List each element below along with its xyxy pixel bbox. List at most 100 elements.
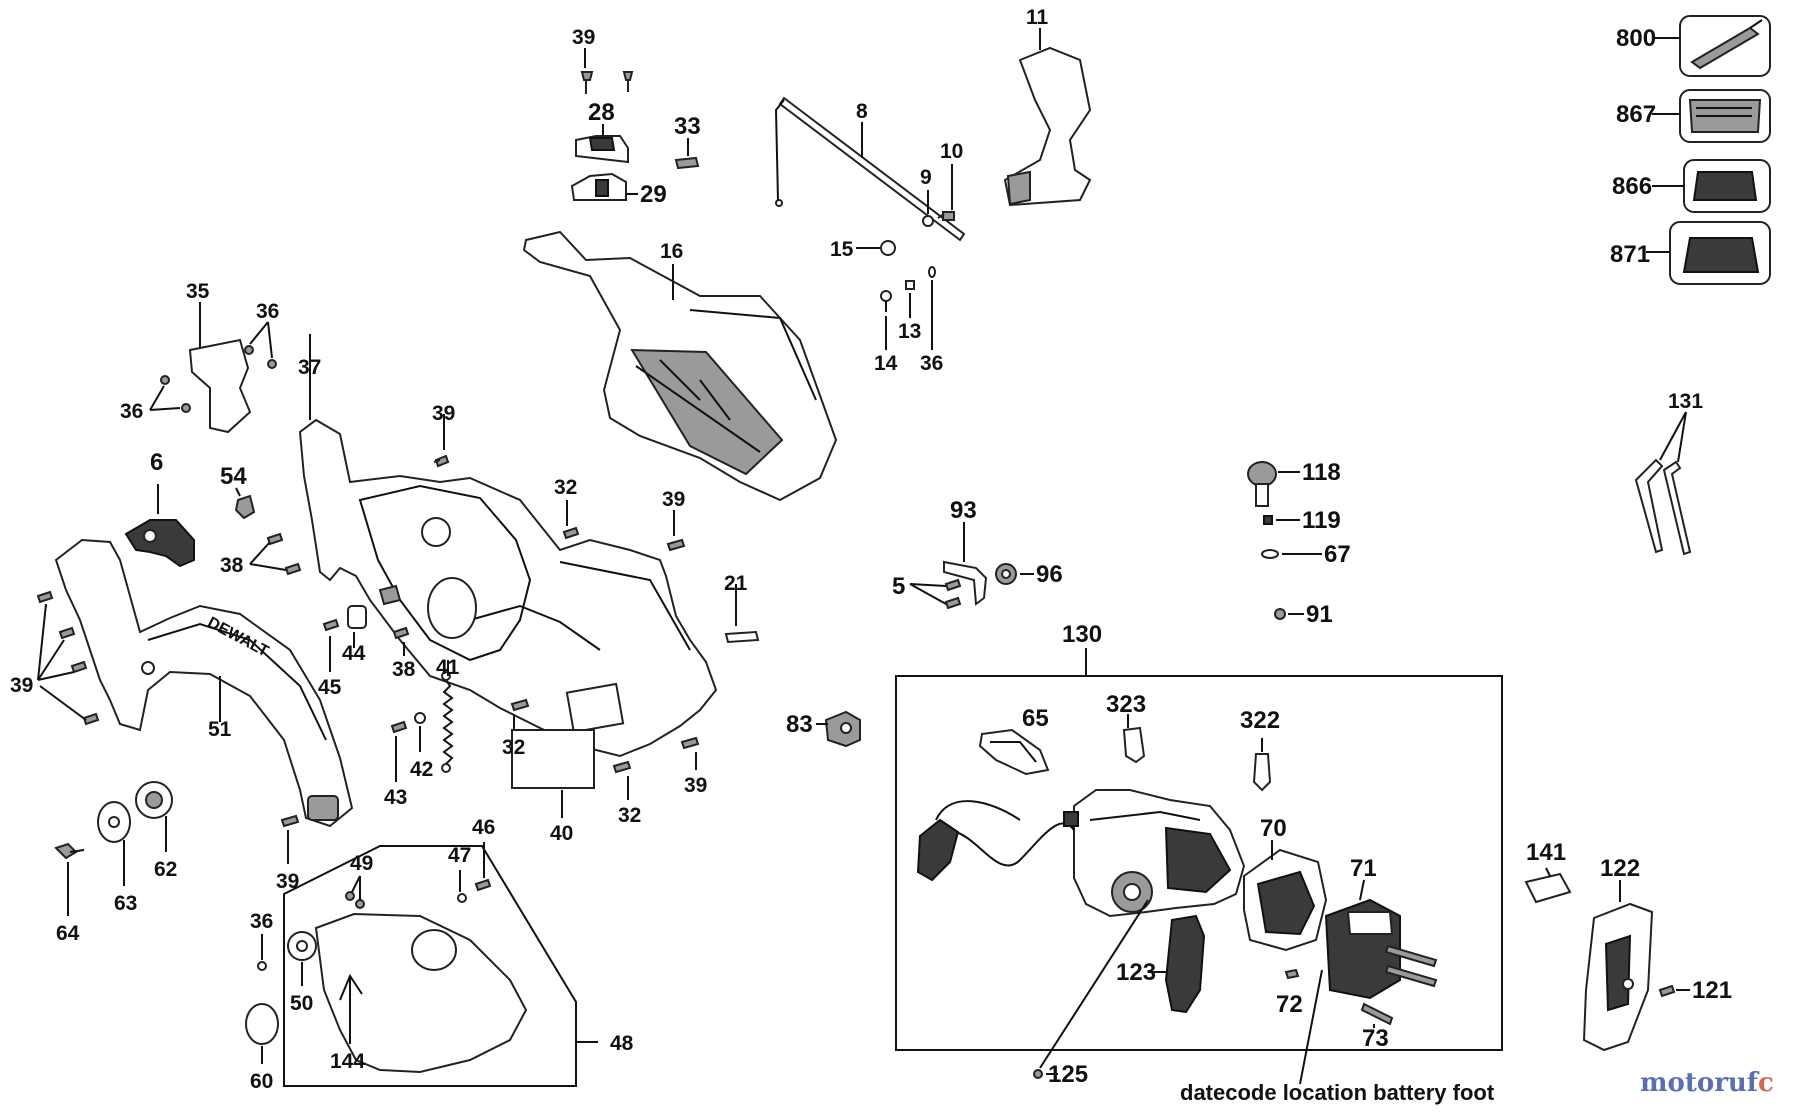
label-130: 130: [1062, 621, 1102, 648]
accessory-866: [1683, 159, 1771, 213]
label-32-middle: 32: [502, 736, 525, 759]
label-62: 62: [154, 858, 177, 881]
oring-60: [245, 1003, 279, 1045]
label-14: 14: [874, 352, 898, 375]
screw-39-bottom: [280, 814, 300, 828]
washer-9: [922, 215, 934, 227]
label-123: 123: [1116, 959, 1156, 986]
motor-box-130: [895, 675, 1503, 1051]
label-36-rod: 36: [920, 352, 943, 375]
label-96: 96: [1036, 561, 1063, 588]
label-6: 6: [150, 449, 163, 476]
nuts-36-right: [244, 345, 277, 369]
label-63: 63: [114, 892, 137, 915]
linkage-rod-8: [774, 96, 966, 242]
label-144: 144: [330, 1050, 365, 1073]
spring-119: [1263, 515, 1273, 525]
watermark-sub: c: [1758, 1068, 1774, 1098]
bolt-64: [54, 842, 85, 860]
bracket-29: [570, 172, 627, 201]
label-13: 13: [898, 320, 921, 343]
watermark-main: motoruf: [1640, 1068, 1758, 1098]
screw-39-lower: [680, 736, 700, 750]
screws-5: [944, 578, 962, 610]
label-16: 16: [660, 240, 683, 263]
washer-15: [880, 240, 896, 256]
washer-63: [97, 801, 131, 843]
label-51: 51: [208, 718, 232, 741]
screw-39-housing: [433, 454, 450, 468]
label-38-lower: 38: [392, 658, 416, 681]
screw-43: [390, 720, 408, 734]
label-64: 64: [56, 922, 80, 945]
label-50: 50: [290, 992, 313, 1015]
brush-323: [1122, 726, 1146, 764]
label-40: [511, 729, 595, 789]
label-73: 73: [1362, 1025, 1389, 1052]
label-41: 41: [436, 656, 460, 679]
clamp-6: [124, 519, 195, 568]
label-70: 70: [1260, 815, 1287, 842]
label-39-bottom: 39: [276, 870, 299, 893]
screw-72: [1284, 968, 1300, 980]
cover-144: [314, 912, 528, 1074]
clip-33: [674, 156, 700, 170]
motor-assembly: [916, 789, 1246, 918]
belt-65: [978, 728, 1050, 776]
knob-118: [1247, 461, 1277, 507]
label-9: 9: [920, 166, 932, 189]
label-49: 49: [350, 852, 373, 875]
bracket-93: [943, 560, 988, 606]
label-39-right: 39: [662, 488, 685, 511]
label-72: 72: [1276, 991, 1303, 1018]
label-28: 28: [588, 99, 615, 126]
bumper-83: [824, 710, 861, 748]
label-40: 40: [550, 822, 573, 845]
label-32-upper: 32: [554, 476, 577, 499]
clip-54: [234, 494, 256, 520]
washer-42: [414, 712, 426, 724]
label-71: 71: [1350, 855, 1377, 882]
label-67: 67: [1324, 541, 1351, 568]
lower-guard-51: [54, 538, 354, 828]
clips-49: [345, 891, 365, 909]
label-93: 93: [950, 497, 977, 524]
ring-36-lower: [257, 961, 267, 971]
label-10: 10: [940, 140, 963, 163]
nut-96: [995, 563, 1017, 585]
flange-62: [135, 781, 173, 819]
label-60: 60: [250, 1070, 273, 1093]
label-47: 47: [448, 844, 471, 867]
label-43: 43: [384, 786, 407, 809]
washer-125: [1033, 1069, 1043, 1079]
watermark: motorufc: [1640, 1068, 1790, 1108]
screw-32-middle: [510, 698, 530, 712]
label-44: 44: [342, 642, 366, 665]
label-91: 91: [1306, 601, 1333, 628]
label-8: 8: [856, 100, 868, 123]
label-37: 37: [298, 356, 321, 379]
screws-39-top: [580, 71, 634, 94]
battery-foot-122: [1582, 902, 1654, 1052]
label-122: 122: [1600, 855, 1640, 882]
label-322: 322: [1240, 707, 1280, 734]
upper-guard-16: [522, 230, 838, 502]
label-141: 141: [1526, 839, 1566, 866]
label-36-left: 36: [120, 400, 143, 423]
label-118: 118: [1302, 459, 1341, 486]
label-36-bracket: 36: [256, 300, 279, 323]
label-42: 42: [410, 758, 433, 781]
box-48: [283, 845, 577, 1087]
label-39-housing: 39: [432, 402, 455, 425]
label-800: 800: [1616, 25, 1656, 52]
screw-73: [1360, 1002, 1394, 1026]
label-32-lower: 32: [618, 804, 641, 827]
screws-39-left: [36, 590, 100, 726]
label-5: 5: [892, 573, 905, 600]
screw-14: [880, 290, 892, 312]
bushing-44: [347, 605, 367, 629]
nuts-36-left: [160, 375, 191, 413]
pad-141: [1524, 872, 1572, 904]
label-39-lower: 39: [684, 774, 707, 797]
